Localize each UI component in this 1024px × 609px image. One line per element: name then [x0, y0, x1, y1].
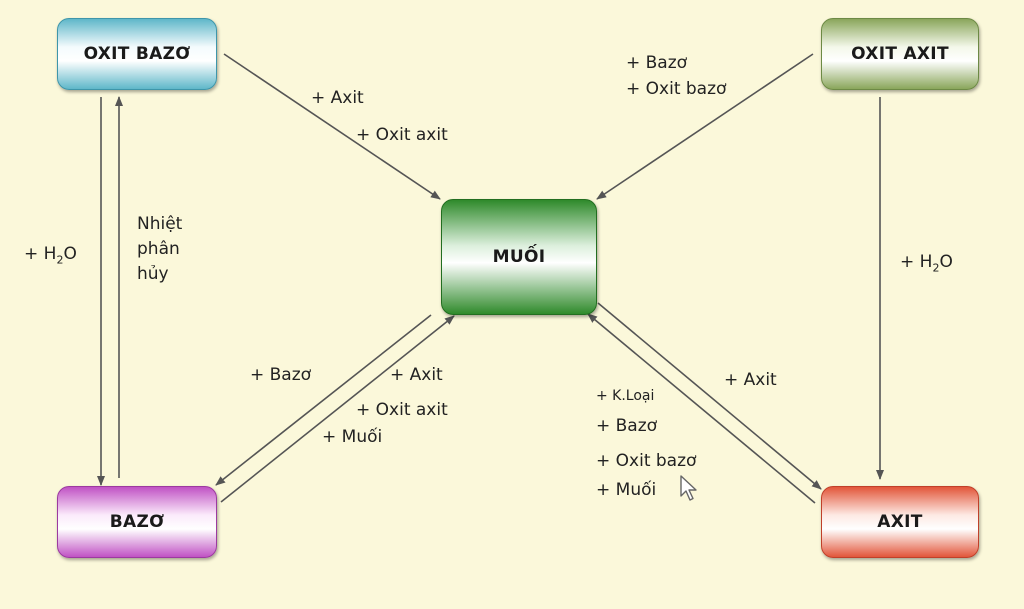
- label-bazo-oxitbazo-thermal: Nhiệt phân hủy: [137, 214, 183, 284]
- label-oxitaxit-muoi-bazo: + Bazơ: [626, 53, 688, 73]
- arrow-oxitaxit-to-muoi: [596, 53, 814, 200]
- mouse-pointer-icon: [680, 475, 697, 501]
- arrow-axit-to-muoi: [587, 313, 816, 504]
- label-muoi-axit-axit: + Axit: [724, 370, 777, 390]
- arrow-muoi-to-bazo: [215, 314, 432, 486]
- label-oxitaxit-muoi-oxit-bazo: + Oxit bazơ: [626, 79, 727, 99]
- node-axit: AXIT: [821, 486, 979, 558]
- label-bazo-muoi-axit: + Axit: [390, 365, 443, 385]
- arrow-oxitbazo-to-muoi: [223, 53, 441, 200]
- node-bazo: BAZƠ: [57, 486, 217, 558]
- label-axit-muoi-oxit-bazo: + Oxit bazơ: [596, 451, 697, 471]
- arrow-bazo-to-muoi: [220, 315, 455, 503]
- label-bazo-muoi-muoi: + Muối: [322, 427, 383, 447]
- arrow-muoi-to-axit: [597, 302, 822, 490]
- node-oxit-axit: OXIT AXIT: [821, 18, 979, 90]
- label-oxitaxit-axit-water: + H2O: [900, 252, 953, 275]
- label-oxitbazo-bazo-water: + H2O: [24, 244, 77, 267]
- label-muoi-bazo-bazo: + Bazơ: [250, 365, 312, 385]
- label-axit-muoi-kloai: + K.Loại: [596, 388, 655, 404]
- label-axit-muoi-bazo: + Bazơ: [596, 416, 658, 436]
- label-oxitbazo-muoi-oxit-axit: + Oxit axit: [356, 125, 448, 145]
- label-bazo-muoi-oxit-axit: + Oxit axit: [356, 400, 448, 420]
- label-oxitbazo-muoi-axit: + Axit: [311, 88, 364, 108]
- node-muoi: MUỐI: [441, 199, 597, 315]
- node-oxit-bazo: OXIT BAZƠ: [57, 18, 217, 90]
- label-axit-muoi-muoi: + Muối: [596, 480, 657, 500]
